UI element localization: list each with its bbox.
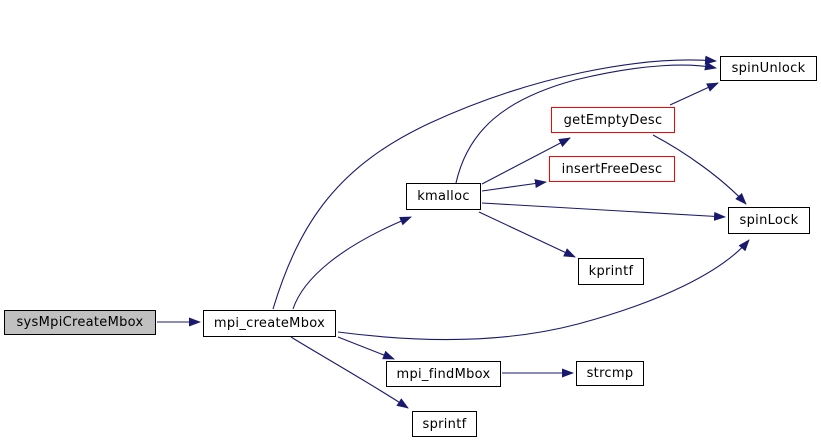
edge-mpi_createMbox-to-spinUnlock (272, 55, 717, 310)
edge-kmalloc-to-spinLock (481, 202, 726, 221)
node-mpi_findMbox[interactable]: mpi_findMbox (386, 361, 501, 387)
edge-mpi_createMbox-to-mpi_findMbox (337, 336, 395, 360)
edge-kmalloc-to-getEmptyDesc (481, 137, 571, 185)
node-strcmp[interactable]: strcmp (576, 361, 644, 386)
edge-kmalloc-to-kprintf (478, 211, 576, 258)
edge-mpi_createMbox-to-spinLock (337, 239, 750, 341)
edge-mpi_createMbox-to-sprintf (290, 336, 409, 409)
node-sysMpiCreateMbox[interactable]: sysMpiCreateMbox (4, 310, 156, 335)
node-getEmptyDesc[interactable]: getEmptyDesc (551, 107, 675, 133)
edge-getEmptyDesc-to-spinLock (652, 134, 747, 205)
edge-mpi_createMbox-to-kmalloc (292, 216, 412, 310)
node-sprintf[interactable]: sprintf (412, 411, 477, 437)
edge-kmalloc-to-spinUnlock (455, 61, 717, 184)
edge-kmalloc-to-insertFreeDesc (481, 179, 547, 192)
node-mpi_createMbox[interactable]: mpi_createMbox (203, 310, 336, 337)
node-kmalloc[interactable]: kmalloc (406, 183, 481, 210)
edge-getEmptyDesc-to-spinUnlock (669, 82, 719, 106)
node-spinLock[interactable]: spinLock (728, 207, 810, 234)
node-insertFreeDesc[interactable]: insertFreeDesc (549, 156, 675, 182)
node-kprintf[interactable]: kprintf (578, 258, 644, 285)
node-spinUnlock[interactable]: spinUnlock (720, 56, 817, 81)
